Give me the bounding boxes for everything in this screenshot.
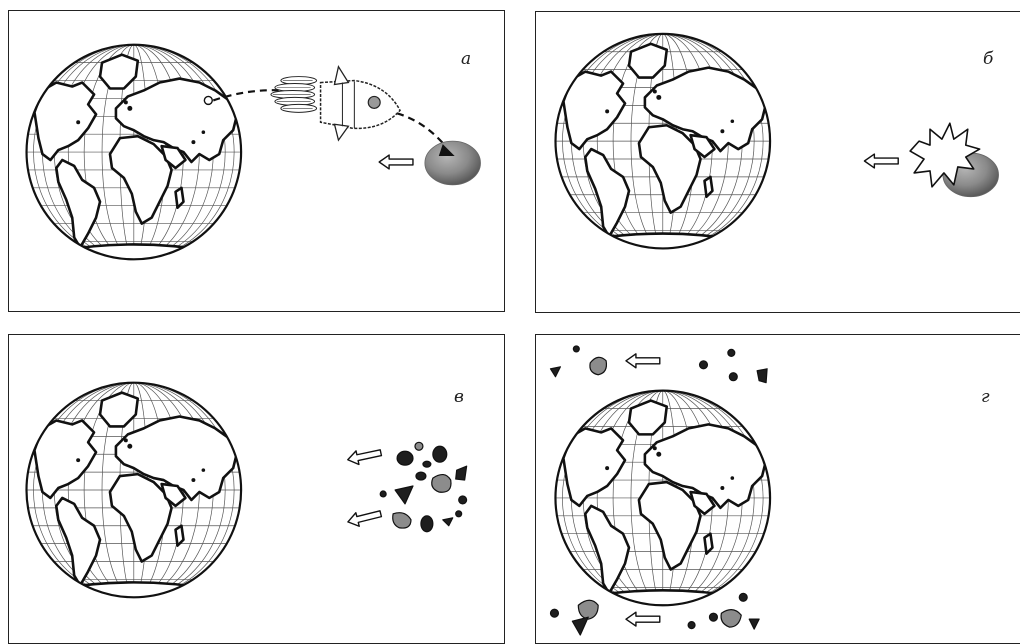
fragment-icon [590,357,607,374]
panel-label: б [983,49,993,69]
fragment-icon [397,451,413,465]
globe-icon [25,45,244,271]
panel-b-diagram [536,12,1020,312]
panel-c-diagram [9,335,504,643]
left-arrow-icon [864,154,898,168]
fragment-icon [395,486,413,504]
fragment-icon [550,367,560,377]
left-arrow-icon [626,612,660,626]
fragment-icon [573,346,579,352]
fragment-icon [721,610,741,627]
fragment-icon [421,516,433,532]
asteroid-icon [425,141,481,185]
fragment-icon [393,513,411,528]
panel-c: в [8,334,505,644]
panel-label: в [454,387,464,407]
fragment-icon [443,518,453,526]
fragment-icon [416,472,426,480]
fragment-icon [572,617,588,635]
left-arrow-icon [346,446,382,467]
launch-site-marker [204,96,212,104]
fragment-icon [456,511,462,517]
rocket-icon [271,67,400,141]
fragment-icon [729,373,737,381]
panel-label: а [461,49,471,69]
fragment-icon [380,491,386,497]
left-arrow-icon [379,155,413,169]
fragment-icon [739,593,747,601]
fragment-icon [423,461,431,467]
left-arrow-icon [346,507,382,529]
fragment-icon [433,446,447,462]
fragment-icon [432,475,451,493]
panel-d: г [535,334,1020,644]
fragment-cluster [380,442,466,531]
globe-icon [553,391,772,618]
left-arrow-icon [626,354,660,368]
panel-label: г [981,387,990,407]
globe-icon [25,383,244,610]
fragment-icon [709,613,717,621]
fragment-icon [578,600,598,619]
fragment-icon [550,609,558,617]
panel-a-diagram [9,11,504,311]
panel-a: а [8,10,505,312]
fragment-icon [456,466,467,480]
panel-d-diagram [536,335,1020,643]
fragment-icon [415,442,423,450]
fragment-icon [688,622,695,629]
panel-b: б [535,11,1020,313]
fragment-icon [749,619,759,629]
fragment-icon [700,361,708,369]
fragment-icon [459,496,467,504]
fragment-icon [728,349,735,356]
fragment-icon [757,369,767,383]
globe-icon [554,34,773,260]
